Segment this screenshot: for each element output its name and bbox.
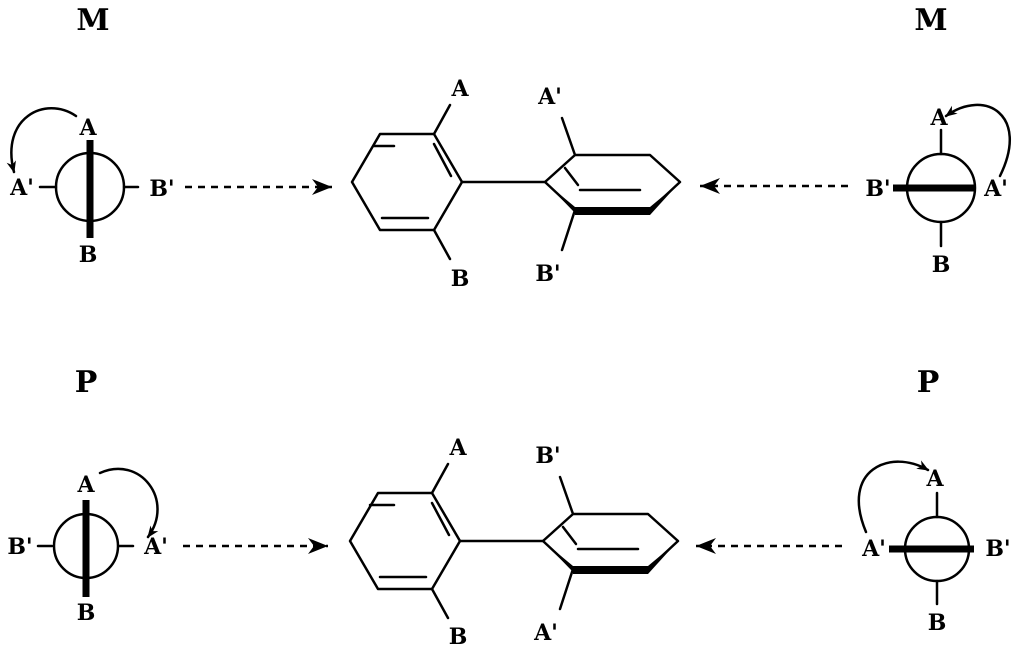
rotation-arrow — [6, 107, 78, 174]
substituent-left: B' — [865, 176, 890, 202]
bond-b — [430, 587, 450, 620]
substituent-front-bottom: B — [451, 266, 470, 292]
substituent-left: A' — [9, 175, 34, 201]
helicity-label-right: P — [917, 365, 940, 400]
substituent-bottom: B — [77, 600, 96, 626]
helicity-label-left: P — [75, 365, 98, 400]
double-bond — [563, 166, 580, 187]
front-ring — [350, 132, 464, 232]
substituent-bottom: B — [928, 610, 947, 636]
bond-b-prime — [560, 208, 577, 252]
substituent-front-top: A — [448, 435, 467, 461]
wedge-bond — [545, 182, 575, 213]
substituent-top: A — [929, 105, 948, 131]
bond-b — [432, 228, 452, 261]
helicity-label-right: M — [914, 3, 947, 38]
bond-b-prime — [558, 475, 575, 516]
substituent-right: A' — [983, 176, 1008, 202]
double-bond — [432, 142, 453, 178]
newman-projection-right: A B B' A' — [865, 103, 1012, 278]
newman-projection-right: A B A' B' — [857, 460, 1011, 636]
double-bond — [561, 525, 578, 546]
rotation-arrow — [857, 460, 930, 534]
substituent-right: A' — [143, 534, 168, 560]
substituent-right: B' — [149, 176, 174, 202]
substituent-front-top: A — [450, 76, 469, 102]
bond-a-prime — [560, 116, 577, 157]
wedge-bond — [575, 207, 650, 215]
substituent-top: A — [925, 466, 944, 492]
wedge-bond — [543, 541, 573, 572]
substituent-back-top: B' — [535, 443, 560, 469]
double-bond — [430, 501, 451, 537]
newman-projection-left: A B B' A' — [7, 467, 168, 626]
bond-a-prime — [558, 567, 575, 611]
bond-a — [430, 462, 450, 495]
substituent-top: A — [78, 115, 97, 141]
substituent-back-bottom: A' — [533, 620, 558, 646]
substituent-left: B' — [7, 534, 32, 560]
bond-a — [432, 103, 452, 136]
biphenyl-structure: A B B' A' — [348, 435, 680, 650]
wedge-bond — [650, 182, 680, 215]
substituent-right: B' — [985, 536, 1010, 562]
wedge-bond — [573, 566, 648, 574]
substituent-back-top: A' — [537, 84, 562, 110]
substituent-left: A' — [861, 536, 886, 562]
substituent-top: A — [76, 472, 95, 498]
newman-projection-left: A B A' B' — [6, 107, 175, 268]
rotation-arrow — [98, 467, 159, 539]
row-p: P P A B B' A' — [7, 365, 1010, 650]
row-m: M M A B A' B' — [6, 3, 1012, 292]
rotation-arrow — [944, 103, 1012, 178]
substituent-back-bottom: B' — [535, 261, 560, 287]
helicity-label-left: M — [76, 3, 109, 38]
biphenyl-structure: A B A' B' — [350, 76, 682, 292]
wedge-bond — [648, 541, 678, 574]
substituent-front-bottom: B — [449, 624, 468, 650]
substituent-bottom: B — [932, 252, 951, 278]
substituent-bottom: B — [79, 242, 98, 268]
front-ring — [348, 491, 462, 591]
